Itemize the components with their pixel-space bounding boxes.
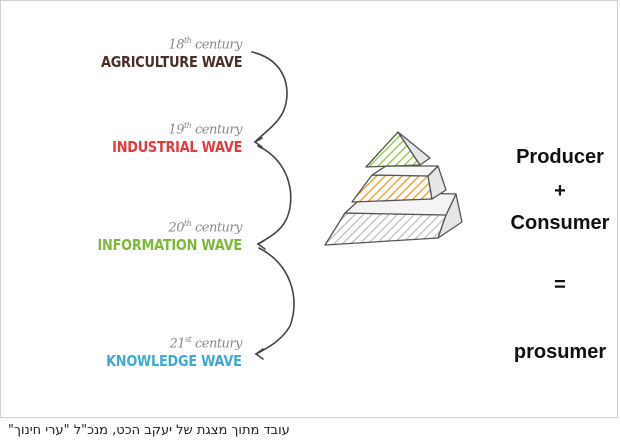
wave-information: 20th century INFORMATION WAVE <box>74 216 243 255</box>
pyramid-bottom-front <box>324 212 447 246</box>
wave-industrial: 19th century INDUSTRIAL WAVE <box>91 118 242 156</box>
wave-knowledge: 21st century KNOWLEDGE WAVE <box>84 332 242 370</box>
producer-label: Producer <box>516 146 604 168</box>
wave-agriculture: 18th century AGRICULTURE WAVE <box>78 33 243 72</box>
brace-arrow-1 <box>251 51 288 143</box>
wave-name: AGRICULTURE WAVE <box>100 53 243 72</box>
wave-name: KNOWLEDGE WAVE <box>106 352 242 371</box>
brace-arrow-3 <box>255 247 295 355</box>
wave-name: INDUSTRIAL WAVE <box>112 138 242 157</box>
century-label: 18th century <box>168 36 242 53</box>
source-caption: עובד מתוך מצגת של יעקב הכט, מנכ"ל "ערי ח… <box>8 423 290 438</box>
consumer-label: Consumer <box>510 212 610 234</box>
slide-frame <box>0 0 618 418</box>
equals-sign: = <box>554 274 566 296</box>
century-label: 21st century <box>169 335 242 352</box>
pyramid-middle-top <box>371 165 439 177</box>
wave-name: INFORMATION WAVE <box>97 236 243 255</box>
century-label: 20th century <box>168 219 242 236</box>
prosumer-label: prosumer <box>513 341 607 363</box>
arrowhead-2 <box>256 239 266 250</box>
pyramid-top-side <box>397 131 431 166</box>
plus-sign: + <box>554 180 566 202</box>
arrowhead-1 <box>253 137 263 148</box>
arrowhead-3 <box>254 348 264 360</box>
century-label: 19th century <box>168 121 242 138</box>
pyramid-middle-front <box>351 174 433 203</box>
brace-arrow-2 <box>257 145 292 245</box>
